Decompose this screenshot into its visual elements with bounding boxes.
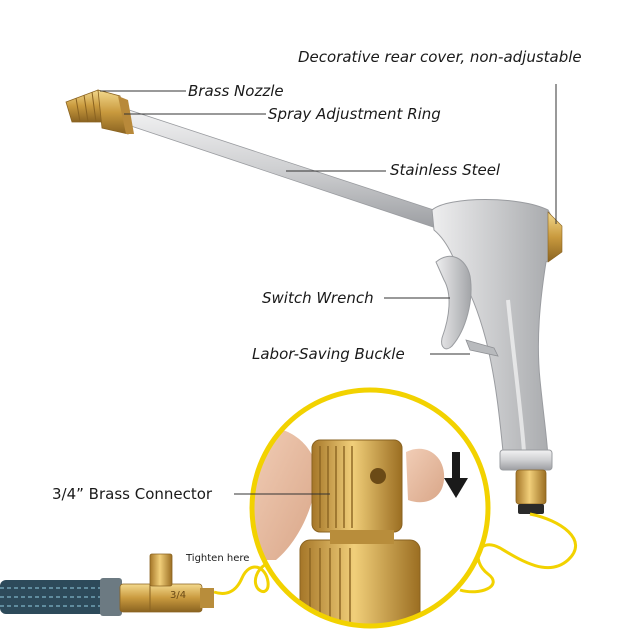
push-down-arrow-icon	[444, 452, 468, 498]
labor-saving-buckle	[465, 339, 499, 357]
garden-hose	[0, 553, 214, 616]
switch-wrench	[435, 255, 472, 350]
tighten-here-label: Tighten here	[186, 553, 250, 564]
hose-size-marking: 3/4	[170, 590, 187, 601]
rear-cover-label: Decorative rear cover, non-adjustable	[298, 48, 582, 66]
gun-brass-connector	[515, 469, 547, 514]
brass-nozzle	[65, 89, 105, 123]
brass-nozzle-label: Brass Nozzle	[188, 82, 284, 100]
spray-adjustment-ring	[97, 89, 134, 135]
leader-lines	[100, 84, 557, 495]
stainless-steel-label: Stainless Steel	[390, 161, 501, 179]
switch-wrench-label: Switch Wrench	[262, 289, 374, 307]
zoom-detail-circle	[249, 387, 491, 629]
spray-ring-label: Spray Adjustment Ring	[268, 105, 441, 123]
labor-buckle-label: Labor-Saving Buckle	[252, 345, 405, 363]
brass-connector-label: 3/4” Brass Connector	[52, 485, 213, 503]
